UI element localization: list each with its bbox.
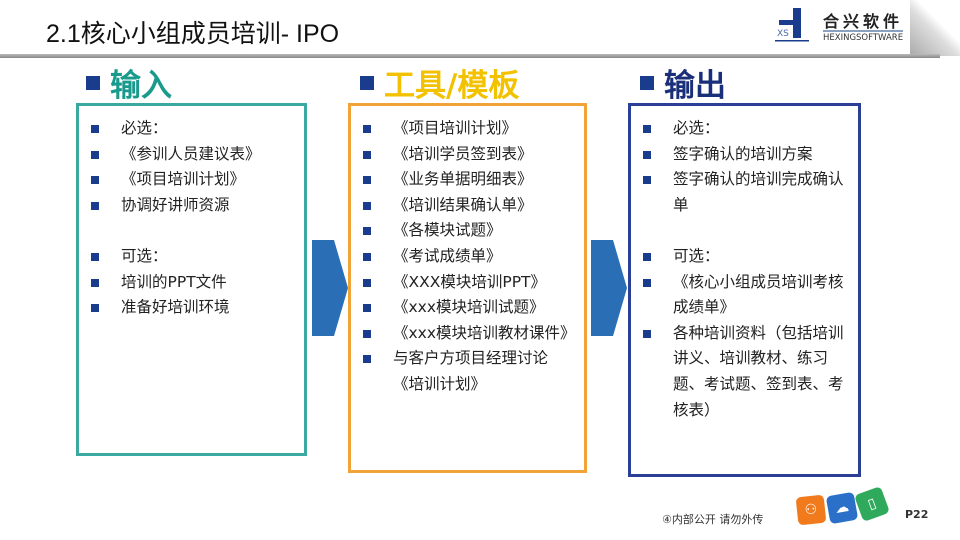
list-item: 培训的PPT文件 (89, 270, 294, 296)
arrow-right-icon (591, 240, 627, 336)
list-item: 协调好讲师资源 (89, 193, 294, 219)
list-item-text: 《各模块试题》 (393, 221, 502, 240)
bullet-icon (643, 176, 651, 185)
list-item-text: 准备好培训环境 (121, 298, 230, 317)
tools-heading-text: 工具/模板 (384, 68, 520, 104)
page-number: P22 (905, 508, 929, 521)
header-divider (0, 54, 940, 58)
output-box: 必选： 签字确认的培训方案签字确认的培训完成确认单可选： 《核心小组成员培训考核成绩… (628, 103, 861, 477)
bullet-icon (363, 304, 371, 313)
svg-text:XS: XS (777, 29, 789, 39)
bullet-icon (363, 150, 371, 159)
list-item: 可选： (641, 244, 848, 270)
arrow-right-icon (312, 240, 348, 336)
list-item-text: 必选： (673, 119, 720, 137)
input-heading-text: 输入 (110, 68, 172, 104)
list-item-text: 签字确认的培训方案 (673, 144, 813, 163)
list-spacer (641, 218, 848, 244)
list-item: 《项目培训计划》 (361, 116, 574, 142)
input-heading: 输入 (86, 60, 172, 105)
list-item: 签字确认的培训完成确认单 (641, 167, 848, 218)
heading-bullet-icon (640, 75, 654, 90)
slide-title: 2.1核心小组成员培训- IPO (46, 20, 340, 48)
heading-bullet-icon (86, 75, 100, 90)
list-item: 《业务单据明细表》 (361, 167, 574, 193)
list-item: 《xxx模块培训试题》 (361, 295, 574, 321)
list-item-text: 签字确认的培训完成确认单 (673, 170, 844, 214)
bullet-icon (363, 227, 371, 236)
page-curl (910, 0, 960, 56)
list-item-text: 《核心小组成员培训考核成绩单》 (673, 272, 844, 317)
bullet-icon (363, 176, 371, 185)
tools-box: 《项目培训计划》《培训学员签到表》《业务单据明细表》《培训结果确认单》《各模块试… (348, 103, 587, 473)
list-item: 《xxx模块培训教材课件》 (361, 321, 576, 347)
output-heading: 输出 (640, 60, 726, 105)
list-item: 《各模块试题》 (361, 218, 574, 244)
bullet-icon (363, 278, 371, 287)
bullet-icon (363, 355, 371, 364)
heading-bullet-icon (360, 75, 374, 90)
confidentiality-notice: ④内部公开 请勿外传 (662, 513, 764, 526)
bullet-icon (91, 201, 99, 210)
list-item-text: 各种培训资料（包括培训讲义、培训教材、练习题、考试题、签到表、考核表） (673, 323, 844, 419)
list-item-text: 《参训人员建议表》 (121, 144, 261, 163)
logo-english-text: HEXINGSOFTWARE (823, 30, 904, 43)
list-item-text: 《培训结果确认单》 (393, 195, 533, 214)
bullet-icon (643, 278, 651, 287)
list-item-text: 《XXX模块培训PPT》 (393, 272, 547, 291)
list-item: 《参训人员建议表》 (89, 142, 294, 168)
logo-h-icon: XS (775, 8, 809, 42)
list-item: 《XXX模块培训PPT》 (361, 270, 574, 296)
list-item: 各种培训资料（包括培训讲义、培训教材、练习题、考试题、签到表、考核表） (641, 321, 848, 423)
list-item: 准备好培训环境 (89, 295, 294, 321)
list-item: 可选： (89, 244, 294, 270)
list-item: 必选： (641, 116, 848, 142)
list-item: 与客户方项目经理讨论《培训计划》 (361, 346, 574, 397)
list-item: 必选： (89, 116, 294, 142)
list-item-text: 《业务单据明细表》 (393, 170, 533, 189)
list-item: 《项目培训计划》 (89, 167, 294, 193)
bullet-icon (643, 329, 651, 338)
list-item-text: 《考试成绩单》 (393, 246, 502, 265)
list-item-text: 《xxx模块培训试题》 (393, 298, 545, 317)
bullet-icon (363, 125, 371, 133)
cloud-cube-icon: ☁ (825, 491, 859, 525)
input-box: 必选： 《参训人员建议表》《项目培训计划》协调好讲师资源可选： 培训的PPT文件准备… (76, 103, 307, 456)
list-item-text: 《项目培训计划》 (121, 170, 246, 189)
bullet-icon (363, 252, 371, 261)
list-item-text: 协调好讲师资源 (121, 195, 230, 214)
bullet-icon (91, 252, 99, 261)
bullet-icon (643, 252, 651, 261)
list-item-text: 《培训学员签到表》 (393, 144, 533, 163)
bullet-icon (643, 125, 651, 133)
list-item-text: 培训的PPT文件 (121, 272, 227, 291)
logo-chinese-text: 合兴软件 (823, 12, 904, 31)
list-spacer (89, 218, 294, 244)
bullet-icon (643, 150, 651, 159)
bullet-icon (91, 278, 99, 287)
bullet-icon (363, 329, 371, 338)
bullet-icon (91, 150, 99, 159)
output-heading-text: 输出 (664, 68, 726, 104)
list-item-text: 《项目培训计划》 (393, 119, 518, 137)
list-item-text: 《xxx模块培训教材课件》 (393, 323, 576, 342)
bullet-icon (91, 176, 99, 185)
list-item: 《培训学员签到表》 (361, 142, 574, 168)
list-item: 签字确认的培训方案 (641, 142, 848, 168)
list-item-text: 可选： (121, 246, 168, 265)
tools-heading: 工具/模板 (360, 60, 519, 105)
list-item: 《考试成绩单》 (361, 244, 574, 270)
list-item-text: 必选： (121, 119, 168, 137)
company-logo: XS 合兴软件 HEXINGSOFTWARE (775, 6, 915, 46)
list-item: 《培训结果确认单》 (361, 193, 574, 219)
tablet-cube-icon: ▯ (854, 486, 890, 522)
network-cube-icon: ⚇ (795, 494, 827, 526)
list-item-text: 与客户方项目经理讨论《培训计划》 (393, 349, 549, 393)
bullet-icon (91, 304, 99, 313)
list-item: 《核心小组成员培训考核成绩单》 (641, 270, 848, 321)
bullet-icon (91, 125, 99, 133)
list-item-text: 可选： (673, 246, 720, 265)
bullet-icon (363, 201, 371, 210)
